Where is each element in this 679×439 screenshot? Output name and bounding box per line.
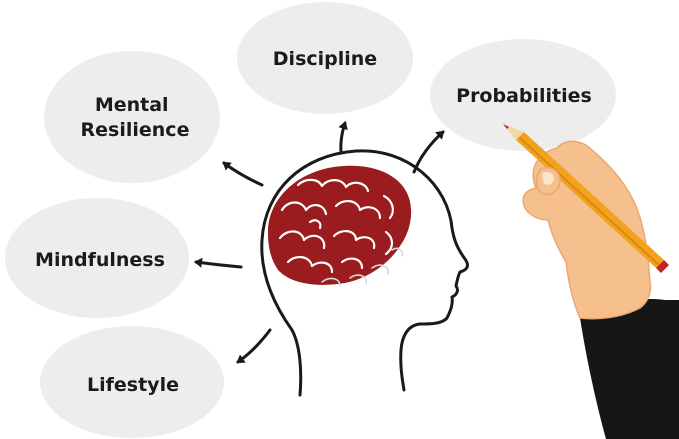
bubble-probabilities: Probabilities [430,39,616,151]
bubble-discipline: Discipline [237,2,413,114]
bubble-mindfulness: Mindfulness [5,198,189,318]
arrow-icon [194,257,243,269]
sleeve-icon [580,299,679,439]
brain-icon [268,165,412,287]
bubble-lifestyle: Lifestyle [40,326,224,438]
hand-holding-pencil-icon [503,124,679,439]
arrow-icon [222,161,264,187]
arrow-icon [236,328,272,364]
bubble-discipline-label: Discipline [273,48,377,70]
head-silhouette-icon [260,149,469,397]
bubble-mental-resilience: Mental Resilience [44,51,220,183]
bubble-mindfulness-label: Mindfulness [35,249,165,271]
bubble-mental-resilience-label: Mental Resilience [81,94,190,141]
fingernail-icon [542,171,554,185]
arrow-icon [412,130,445,174]
bubble-lifestyle-label: Lifestyle [87,374,179,396]
pencil-icon [503,124,669,273]
bubble-probabilities-label: Probabilities [456,85,592,107]
arrow-icon [338,121,348,154]
